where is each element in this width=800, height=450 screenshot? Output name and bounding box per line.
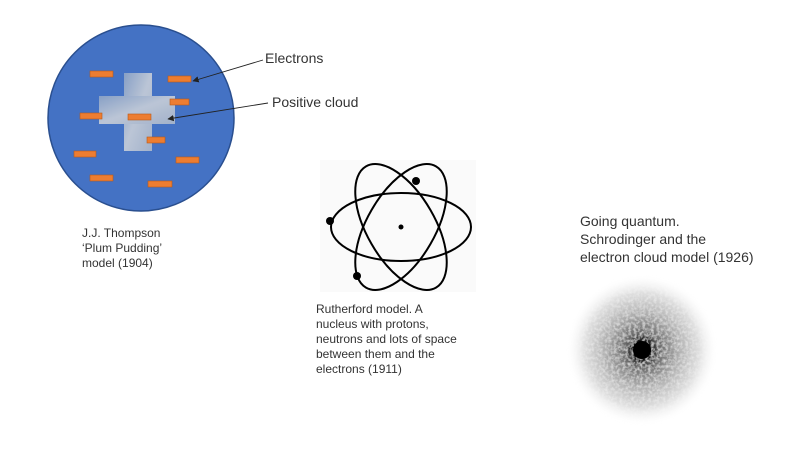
electron xyxy=(79,112,103,120)
rutherford-backdrop xyxy=(320,160,476,292)
nucleus xyxy=(398,224,404,230)
quantum-caption: Going quantum. Schrodinger and the elect… xyxy=(580,213,754,265)
rutherford-model xyxy=(320,160,476,292)
electron-cloud-model xyxy=(566,274,718,426)
electron xyxy=(175,156,200,164)
electron xyxy=(353,272,361,280)
electron xyxy=(169,98,190,106)
orbit xyxy=(354,163,448,291)
electrons-label: Electrons xyxy=(265,50,324,66)
electrons xyxy=(73,70,200,188)
electron xyxy=(89,70,114,78)
electron xyxy=(73,150,97,158)
orbit xyxy=(354,163,448,291)
electrons-arrow xyxy=(192,59,264,83)
electron xyxy=(89,174,114,182)
positive-cloud-label: Positive cloud xyxy=(272,94,359,110)
thomson-caption: J.J. Thompson ‘Plum Pudding’ model (1904… xyxy=(82,226,163,270)
positive-cloud-arrow xyxy=(167,102,269,122)
rutherford-caption: Rutherford model. A nucleus with protons… xyxy=(316,302,457,376)
orbit xyxy=(330,192,472,262)
electron xyxy=(127,113,152,121)
cloud-nucleus xyxy=(633,341,651,359)
electron xyxy=(146,136,166,144)
positive-cloud xyxy=(99,73,175,151)
plum-pudding-model xyxy=(47,24,269,212)
electron xyxy=(326,217,334,225)
electron xyxy=(412,177,420,185)
electron xyxy=(147,180,173,188)
electron xyxy=(167,75,192,83)
